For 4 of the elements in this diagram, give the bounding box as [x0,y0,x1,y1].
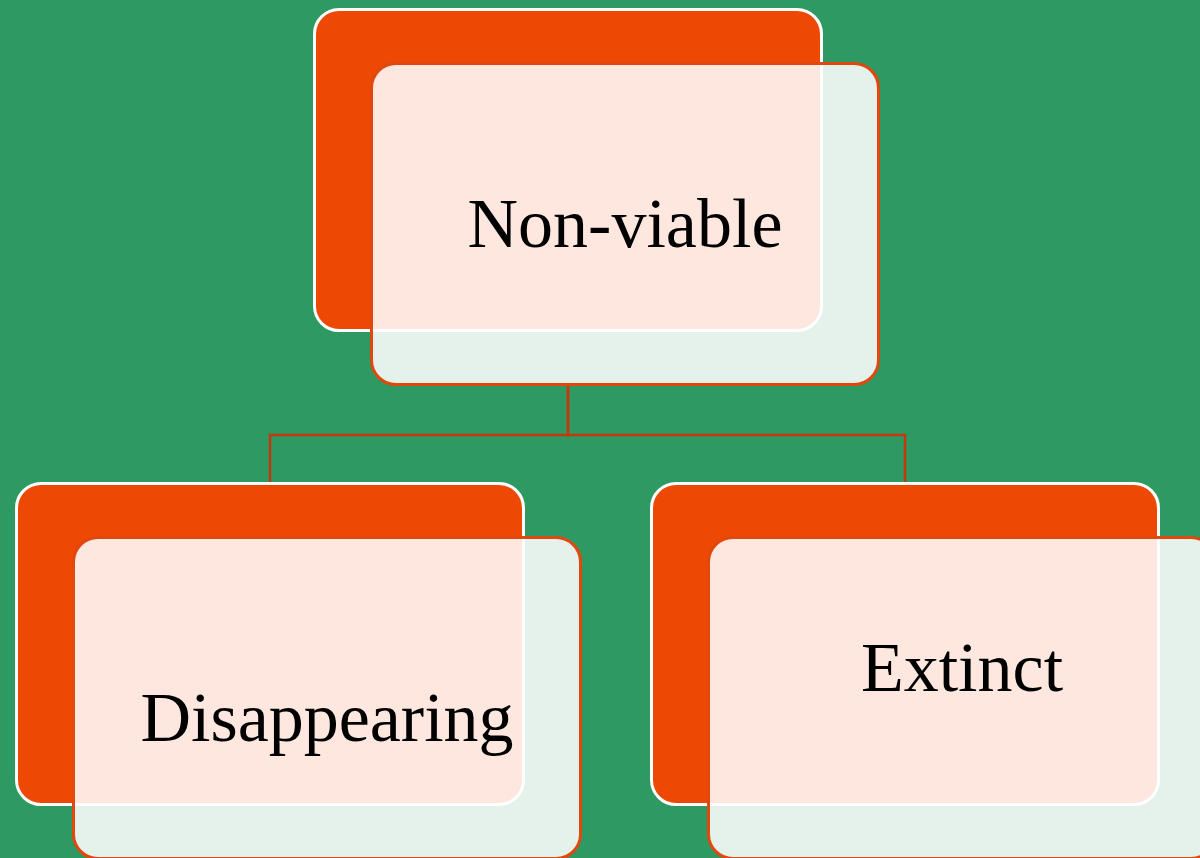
node-label: Extinct [860,628,1064,708]
connector-line [566,386,907,482]
node-label: Non-viable [467,184,783,264]
node-label: Disappearing [140,678,514,758]
